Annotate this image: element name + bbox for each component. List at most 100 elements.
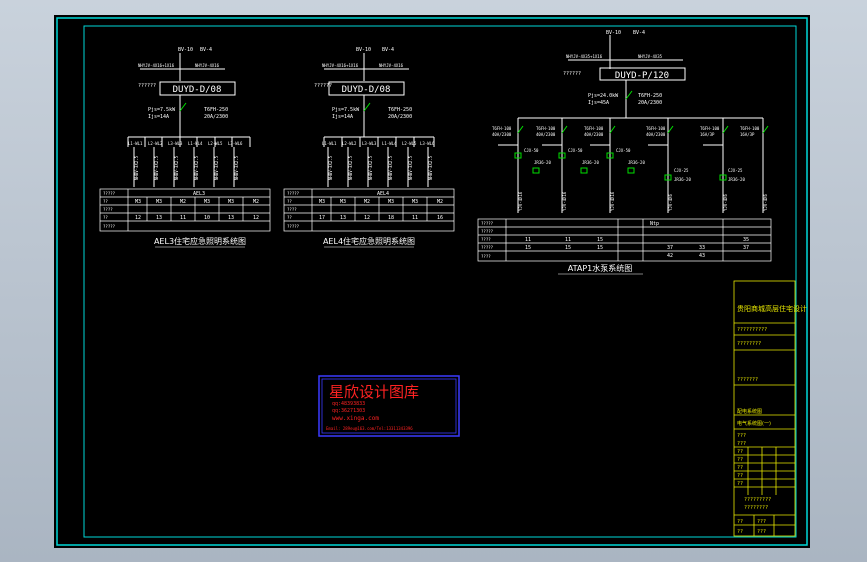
svg-text:T6FH-100: T6FH-100 bbox=[740, 126, 760, 131]
svg-text:??????: ?????? bbox=[314, 83, 332, 89]
svg-text:L3-WL6: L3-WL6 bbox=[228, 141, 243, 146]
svg-text:13: 13 bbox=[156, 215, 162, 221]
svg-text:40A/2300: 40A/2300 bbox=[536, 132, 556, 137]
svg-text:12: 12 bbox=[364, 215, 370, 221]
svg-text:BV-4: BV-4 bbox=[382, 47, 394, 53]
svg-text:BV-10: BV-10 bbox=[356, 47, 371, 53]
svg-text:??????: ?????? bbox=[138, 83, 156, 89]
svg-text:L2-WL2: L2-WL2 bbox=[342, 141, 357, 146]
svg-text:18: 18 bbox=[388, 215, 394, 221]
svg-text:M2: M2 bbox=[437, 199, 443, 205]
svg-text:??????: ?????? bbox=[563, 71, 581, 77]
cad-drawing: BV-10 BV-4 NHYJV-4X16+1X16 NHYJV-4X16 DU… bbox=[56, 17, 808, 546]
svg-text:20A/2300: 20A/2300 bbox=[638, 100, 662, 106]
svg-text:Email: 289eu@163.com/Tel:13311: Email: 289eu@163.com/Tel:13311343396 bbox=[326, 426, 413, 431]
svg-text:11: 11 bbox=[180, 215, 186, 221]
project-title: 贵阳商城高层住宅设计 bbox=[737, 304, 807, 313]
svg-text:?????: ????? bbox=[481, 245, 494, 250]
svg-text:CJX-50: CJX-50 bbox=[524, 148, 539, 153]
svg-text:L1-WL1: L1-WL1 bbox=[128, 141, 143, 146]
svg-text:??: ?? bbox=[103, 215, 108, 220]
svg-text:????: ???? bbox=[287, 207, 297, 212]
svg-text:BV-10: BV-10 bbox=[178, 47, 193, 53]
svg-text:??: ?? bbox=[737, 457, 743, 463]
svg-text:????: ???? bbox=[103, 207, 113, 212]
svg-text:CJX-25: CJX-25 bbox=[674, 168, 689, 173]
svg-text:11: 11 bbox=[565, 237, 571, 243]
title-block bbox=[733, 280, 796, 537]
svg-text:L1-WL4: L1-WL4 bbox=[188, 141, 203, 146]
svg-text:??: ?? bbox=[737, 473, 743, 479]
svg-text:15: 15 bbox=[525, 245, 531, 251]
svg-text:???: ??? bbox=[757, 519, 766, 525]
svg-text:M2: M2 bbox=[364, 199, 370, 205]
svg-text:12: 12 bbox=[253, 215, 259, 221]
svg-text:NHBV-3X2.5: NHBV-3X2.5 bbox=[348, 155, 353, 180]
outer-frame bbox=[56, 17, 808, 546]
svg-text:L2-WL2: L2-WL2 bbox=[148, 141, 163, 146]
svg-text:T6FH-100: T6FH-100 bbox=[646, 126, 666, 131]
svg-text:15: 15 bbox=[597, 245, 603, 251]
svg-text:M3: M3 bbox=[156, 199, 162, 205]
svg-text:NHYJV-4X16+1X16: NHYJV-4X16+1X16 bbox=[138, 63, 175, 68]
sub-label: 配电系统图 bbox=[737, 408, 762, 415]
svg-text:NHBV-3X2.5: NHBV-3X2.5 bbox=[134, 155, 139, 180]
diagram-caption: ATAP1水泵系统图 bbox=[568, 263, 633, 273]
svg-text:L3-WL3: L3-WL3 bbox=[362, 141, 377, 146]
svg-text:JR36-20: JR36-20 bbox=[628, 160, 645, 165]
svg-text:??: ?? bbox=[737, 465, 743, 471]
svg-text:Pjs=7.5kW: Pjs=7.5kW bbox=[148, 107, 176, 113]
svg-text:Ijs=14A: Ijs=14A bbox=[332, 114, 353, 120]
svg-text:M3: M3 bbox=[204, 199, 210, 205]
diagram-caption: AEL3住宅应急照明系统图 bbox=[154, 236, 246, 246]
svg-text:??: ?? bbox=[737, 529, 743, 535]
svg-text:37: 37 bbox=[743, 245, 749, 251]
svg-text:L2-WL5: L2-WL5 bbox=[402, 141, 417, 146]
svg-text:BV-4: BV-4 bbox=[633, 30, 645, 36]
svg-text:www.xinga.com: www.xinga.com bbox=[332, 415, 379, 422]
svg-text:??????????: ?????????? bbox=[737, 327, 767, 333]
svg-text:16A/3P: 16A/3P bbox=[700, 132, 715, 137]
svg-text:40A/2300: 40A/2300 bbox=[646, 132, 666, 137]
svg-text:???: ??? bbox=[737, 433, 746, 439]
svg-text:YJV-4X6: YJV-4X6 bbox=[763, 194, 768, 211]
svg-text:Ijs=14A: Ijs=14A bbox=[148, 114, 169, 120]
svg-text:Pjs=7.5kW: Pjs=7.5kW bbox=[332, 107, 360, 113]
svg-text:40A/2300: 40A/2300 bbox=[584, 132, 604, 137]
svg-text:JR36-20: JR36-20 bbox=[534, 160, 551, 165]
svg-text:L2-WL5: L2-WL5 bbox=[208, 141, 223, 146]
svg-text:NHBV-3X2.5: NHBV-3X2.5 bbox=[328, 155, 333, 180]
panel-label: DUYD-D/08 bbox=[342, 85, 391, 95]
svg-text:JR36-20: JR36-20 bbox=[674, 177, 691, 182]
panel-atap1: BV-10 BV-4 NHYJV-4X35+1X16 NHYJV-4X35 DU… bbox=[477, 30, 772, 275]
svg-text:NHBV-3X2.5: NHBV-3X2.5 bbox=[388, 155, 393, 180]
svg-text:17: 17 bbox=[319, 215, 325, 221]
svg-text:L3-WL6: L3-WL6 bbox=[420, 141, 435, 146]
inner-frame bbox=[83, 25, 797, 538]
svg-text:NHBV-3X2.5: NHBV-3X2.5 bbox=[428, 155, 433, 180]
svg-text:?????????: ????????? bbox=[744, 497, 771, 503]
watermark-title: 星欣设计图库 bbox=[329, 383, 419, 401]
svg-text:??: ?? bbox=[103, 199, 108, 204]
svg-text:?????: ????? bbox=[481, 221, 494, 226]
svg-text:M3: M3 bbox=[388, 199, 394, 205]
svg-text:T6FH-100: T6FH-100 bbox=[700, 126, 720, 131]
svg-text:42: 42 bbox=[667, 253, 673, 259]
svg-text:Ijs=45A: Ijs=45A bbox=[588, 100, 609, 106]
svg-text:16A/3P: 16A/3P bbox=[740, 132, 755, 137]
svg-text:??: ?? bbox=[737, 449, 743, 455]
svg-text:YJV-4X16: YJV-4X16 bbox=[610, 191, 615, 211]
svg-text:qq:36271303: qq:36271303 bbox=[332, 408, 365, 414]
svg-text:NHYJV-4X16: NHYJV-4X16 bbox=[195, 63, 220, 68]
svg-text:40A/2300: 40A/2300 bbox=[492, 132, 512, 137]
svg-text:?????: ????? bbox=[287, 191, 300, 196]
svg-text:L1-WL4: L1-WL4 bbox=[382, 141, 397, 146]
svg-text:????????: ???????? bbox=[744, 505, 768, 511]
svg-text:YJV-4X16: YJV-4X16 bbox=[562, 191, 567, 211]
svg-text:10: 10 bbox=[204, 215, 210, 221]
svg-text:?????: ????? bbox=[103, 224, 116, 229]
svg-text:??: ?? bbox=[737, 519, 743, 525]
panel-label-box bbox=[159, 81, 236, 96]
svg-text:33: 33 bbox=[699, 245, 705, 251]
svg-text:AEL4: AEL4 bbox=[377, 191, 389, 197]
